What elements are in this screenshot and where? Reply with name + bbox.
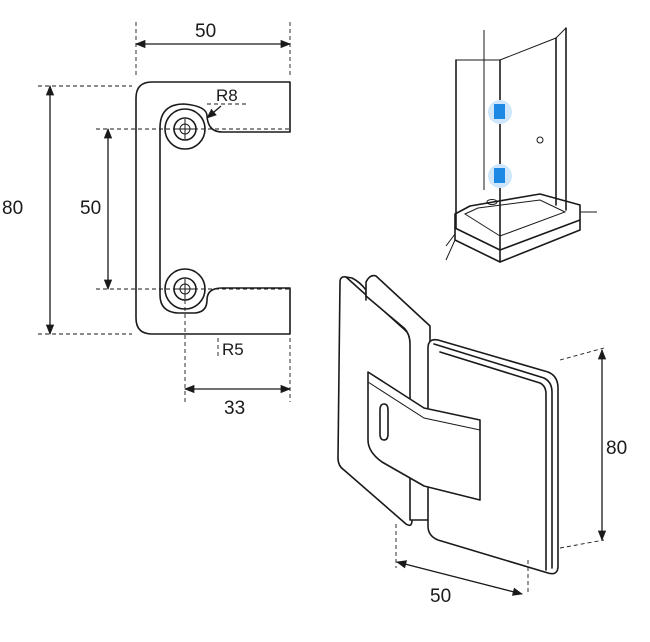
- plan-outline: [135, 81, 291, 335]
- plan-view: 50 80 50 R8 R5 33: [2, 21, 292, 419]
- top-mounting-hole: [164, 108, 206, 150]
- iso-height-label: 80: [606, 438, 627, 459]
- shower-enclosure-illustration: [445, 27, 597, 263]
- isometric-hinge-view: 80 50: [337, 274, 627, 607]
- radius-bottom-label: R5: [222, 340, 244, 359]
- iso-width-label: 50: [430, 586, 451, 607]
- radius-top-label: R8: [216, 86, 238, 105]
- plan-width-label: 50: [195, 21, 216, 42]
- leaf-width-label: 33: [224, 398, 245, 419]
- hole-spacing-label: 50: [80, 198, 101, 219]
- plan-height-label: 80: [2, 198, 23, 219]
